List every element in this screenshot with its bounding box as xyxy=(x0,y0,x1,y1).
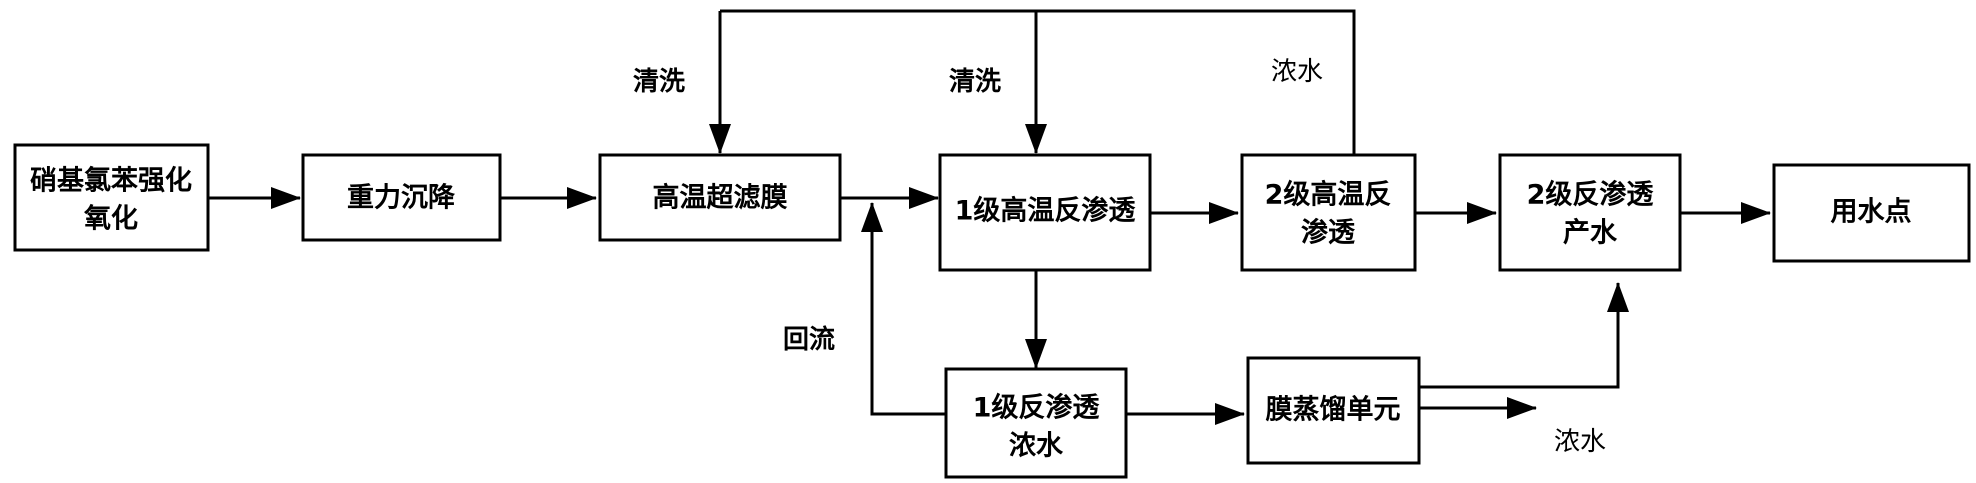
node-ro2-high-temp-line1: 2级高温反 xyxy=(1265,179,1392,211)
label-clean-middle: 清洗 xyxy=(949,67,1001,97)
node-ro1-concentrate-line1: 1级反渗透 xyxy=(973,392,1100,424)
arrow-md-to-product xyxy=(1419,282,1629,389)
label-concentrate-out: 浓水 xyxy=(1554,427,1606,457)
node-ro2-product-line1: 2级反渗透 xyxy=(1527,179,1654,211)
arrow-reflux xyxy=(861,202,945,416)
node-ro1-high-temp-label: 1级高温反渗透 xyxy=(955,195,1136,227)
node-uf-membrane-label: 高温超滤膜 xyxy=(653,182,788,214)
node-nitro-oxidation-line1: 硝基氯苯强化 xyxy=(30,165,192,197)
node-sedimentation: 重力沉降 xyxy=(301,153,502,242)
node-md-unit: 膜蒸馏单元 xyxy=(1246,356,1421,465)
concentrate-return-line xyxy=(720,9,1356,158)
node-use-point-label: 用水点 xyxy=(1831,197,1912,228)
node-nitro-oxidation: 硝基氯苯强化 氧化 xyxy=(13,143,210,252)
node-ro2-product: 2级反渗透 产水 xyxy=(1498,153,1682,272)
node-ro2-high-temp: 2级高温反 渗透 xyxy=(1240,153,1417,272)
node-ro2-product-line2: 产水 xyxy=(1563,218,1618,249)
node-ro2-high-temp-line2: 渗透 xyxy=(1301,217,1355,249)
node-nitro-oxidation-line2: 氧化 xyxy=(83,204,138,235)
node-uf-membrane: 高温超滤膜 xyxy=(598,153,842,242)
label-concentrate-top: 浓水 xyxy=(1271,57,1323,87)
label-reflux: 回流 xyxy=(783,325,835,355)
node-sedimentation-label: 重力沉降 xyxy=(347,183,456,214)
edges xyxy=(208,9,1771,425)
label-clean-left: 清洗 xyxy=(633,67,685,97)
node-md-unit-label: 膜蒸馏单元 xyxy=(1266,395,1401,426)
node-use-point: 用水点 xyxy=(1772,163,1971,263)
node-ro1-high-temp: 1级高温反渗透 xyxy=(938,153,1152,272)
node-ro1-concentrate: 1级反渗透 浓水 xyxy=(944,367,1128,479)
node-ro1-concentrate-line2: 浓水 xyxy=(1009,431,1064,462)
